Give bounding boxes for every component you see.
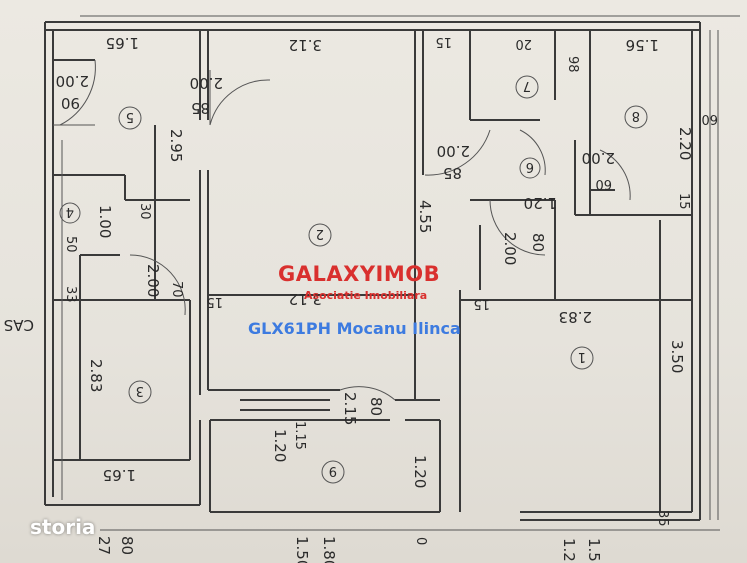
dim-215: 2.15 [341,392,359,425]
dimension-labels: 1.65 3.12 15 20 1.56 2.00 90 2.00 85 2.9… [4,34,718,563]
logo-wordmark-part2: IMOB [375,262,441,286]
dim-15-right: 15 [676,193,691,210]
dim-15-left: 15 [206,294,223,309]
dim-312-mid: 3.12 [289,290,322,308]
room-9-label: 9 [329,463,337,478]
room-8-label: 8 [632,108,640,123]
dim-60-mid: 60 [595,176,612,191]
dim-283-left: 2.83 [87,359,105,392]
dim-200-a: 2.00 [56,72,89,90]
dim-80-low: 80 [367,397,385,416]
room-3-label: 3 [136,383,144,398]
dim-0: 0 [413,537,428,545]
dim-27: 27 [95,536,113,555]
dim-35: 35 [655,510,670,527]
dim-200-d: 2.00 [582,149,615,167]
dim-80-bottom: 80 [118,536,136,555]
dim-33: 33 [63,286,78,303]
logo-wordmark-part1: GALAXY [278,262,376,286]
dim-165-bottom: 1.65 [103,466,136,484]
room-7-label: 7 [523,78,531,93]
dim-115: 1.15 [292,421,307,450]
walls [44,21,701,521]
dim-20-top: 20 [515,36,532,51]
dim-85-b: 85 [443,164,462,182]
dim-100: 1.00 [96,205,114,238]
dim-295: 2.95 [167,129,185,162]
dim-200-f: 2.00 [144,264,162,297]
dim-156-top: 1.56 [626,36,659,54]
dim-200-e: 2.00 [501,232,519,265]
dim-98: 98 [565,56,580,73]
dim-30: 30 [137,203,152,220]
storia-watermark: storia [30,515,96,539]
dim-200-b: 2.00 [190,74,223,92]
dim-220: 2.20 [676,127,694,160]
dim-120-low: 1.20 [271,429,289,462]
dim-70: 70 [169,281,184,298]
dim-283-right: 2.83 [559,308,592,326]
room-markers [59,75,648,484]
logo-wordmark: GALAXYIMOB [278,262,440,286]
dim-12-bottom: 1.2 [560,538,578,562]
dim-15-mid: 15 [473,296,490,311]
dim-85-a: 85 [191,99,210,117]
dim-80-mid: 80 [529,233,547,252]
room-2-label: 2 [316,226,324,241]
dim-50: 50 [63,236,78,253]
dim-180: 1.80 [320,536,338,563]
dim-15-bottom: 1.5 [585,538,603,562]
galaxyimob-logo: GALAXYIMOB Asociatie Imobiliara [272,258,472,310]
dim-200-c: 2.00 [437,142,470,160]
door-swings [53,59,631,401]
dim-120-mid: 1.20 [524,194,557,212]
logo-subtitle: Asociatie Imobiliara [304,289,428,302]
room-5-label: 5 [126,109,134,124]
dim-350: 3.50 [668,340,686,373]
room-4-label: 4 [66,204,74,219]
dim-150: 1.50 [293,536,311,563]
label-cas: CAS [4,316,34,334]
dim-60-right: 60 [701,111,718,126]
wall-hatch [61,15,740,531]
room-numbers: 1 2 3 4 5 6 7 8 9 [66,78,640,478]
dim-455: 4.55 [416,200,434,233]
dim-312-top: 3.12 [289,36,322,54]
dim-165-top: 1.65 [106,34,139,52]
dim-90: 90 [61,94,80,112]
dim-15-top: 15 [435,34,452,49]
room-6-label: 6 [526,159,534,174]
agent-watermark: GLX61PH Mocanu Ilinca [248,319,461,338]
dim-120-right: 1.20 [411,455,429,488]
room-1-label: 1 [578,349,586,364]
